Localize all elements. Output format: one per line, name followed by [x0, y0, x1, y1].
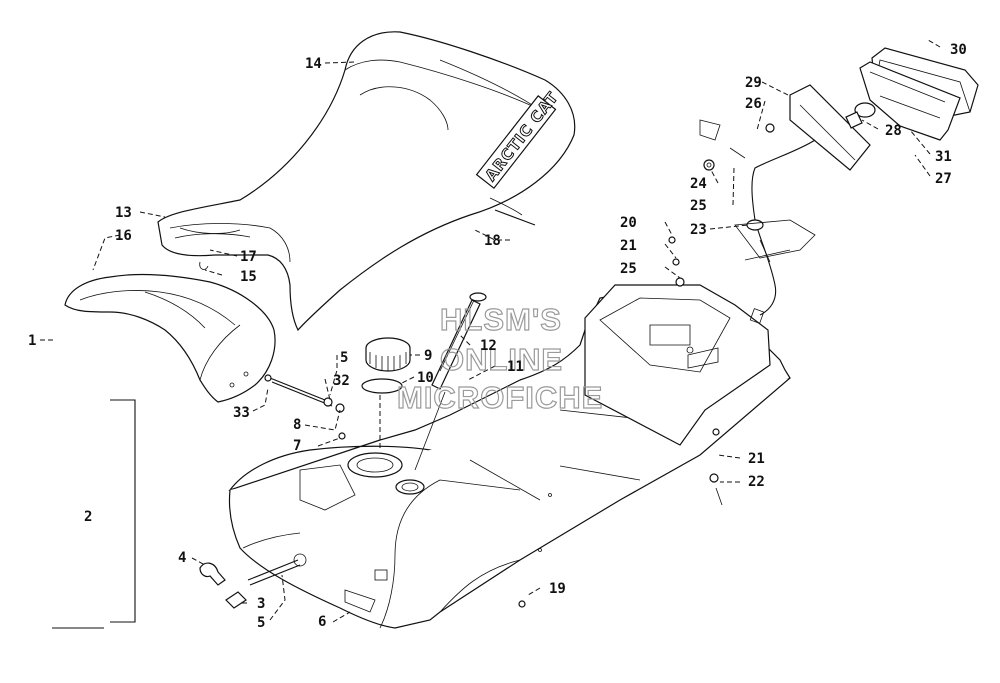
callout-4: 4 [178, 550, 186, 566]
taillight-wire-harness-part [746, 139, 816, 324]
watermark-line-3: MICROFICHE [397, 380, 603, 415]
leader-lines [40, 39, 941, 629]
taillight-bulb-part [845, 102, 876, 129]
rear-frame-sketch [699, 119, 816, 263]
callout-29: 29 [745, 75, 762, 91]
callout-1: 1 [28, 333, 36, 349]
callout-18: 18 [484, 233, 501, 249]
callout-3: 3 [257, 596, 265, 612]
callout-14: 14 [305, 56, 322, 72]
callout-5-lower: 5 [257, 615, 265, 631]
fuel-line-part [264, 374, 333, 407]
callout-20: 20 [620, 215, 637, 231]
callout-labels: 1 2 3 4 5 5 6 7 8 9 10 11 12 13 14 15 16… [28, 42, 967, 631]
callout-21-lower: 21 [748, 451, 765, 467]
callout-13: 13 [115, 205, 132, 221]
callout-5-upper: 5 [340, 350, 348, 366]
filler-tube-part [414, 292, 487, 471]
fuel-cap-gasket-part [361, 378, 403, 394]
callout-32: 32 [333, 373, 350, 389]
callout-2: 2 [84, 509, 92, 525]
seat-part: ARCTIC CAT [157, 31, 576, 332]
watermark-line-1: HLSM'S [440, 302, 562, 337]
callout-15: 15 [240, 269, 257, 285]
callout-24: 24 [690, 176, 707, 192]
taillight-bracket-part [789, 84, 871, 171]
callout-31: 31 [935, 149, 952, 165]
fitting-part [225, 591, 247, 609]
taillight-fasteners [703, 123, 775, 171]
callout-10: 10 [417, 370, 434, 386]
callout-25-lower: 25 [620, 261, 637, 277]
seat-cowl-part [64, 273, 276, 403]
callout-23: 23 [690, 222, 707, 238]
callout-30: 30 [950, 42, 967, 58]
watermark-line-2: ONLINE [440, 342, 563, 377]
fuel-cap-part [365, 337, 411, 372]
callout-19: 19 [549, 581, 566, 597]
fuel-tank-part [228, 284, 791, 629]
callout-27: 27 [935, 171, 952, 187]
callout-8: 8 [293, 417, 301, 433]
callout-28: 28 [885, 123, 902, 139]
callout-33: 33 [233, 405, 250, 421]
callout-16: 16 [115, 228, 132, 244]
callout-9: 9 [424, 348, 432, 364]
callout-7: 7 [293, 438, 301, 454]
hlsm-watermark: HLSM'S ONLINE MICROFICHE [396, 301, 603, 415]
callout-17: 17 [240, 249, 257, 265]
callout-22: 22 [748, 474, 765, 490]
seat-strap-part [494, 209, 536, 226]
callout-26: 26 [745, 96, 762, 112]
callout-12: 12 [480, 338, 497, 354]
taillight-lens-part [859, 61, 961, 141]
callout-6: 6 [318, 614, 326, 630]
callout-11: 11 [507, 359, 524, 375]
callout-21-upper: 21 [620, 238, 637, 254]
grommet-part [335, 403, 346, 440]
vent-hose-part [247, 559, 301, 586]
clamp-part [199, 562, 226, 586]
callout-25-upper: 25 [690, 198, 707, 214]
nut-part [179, 227, 723, 608]
